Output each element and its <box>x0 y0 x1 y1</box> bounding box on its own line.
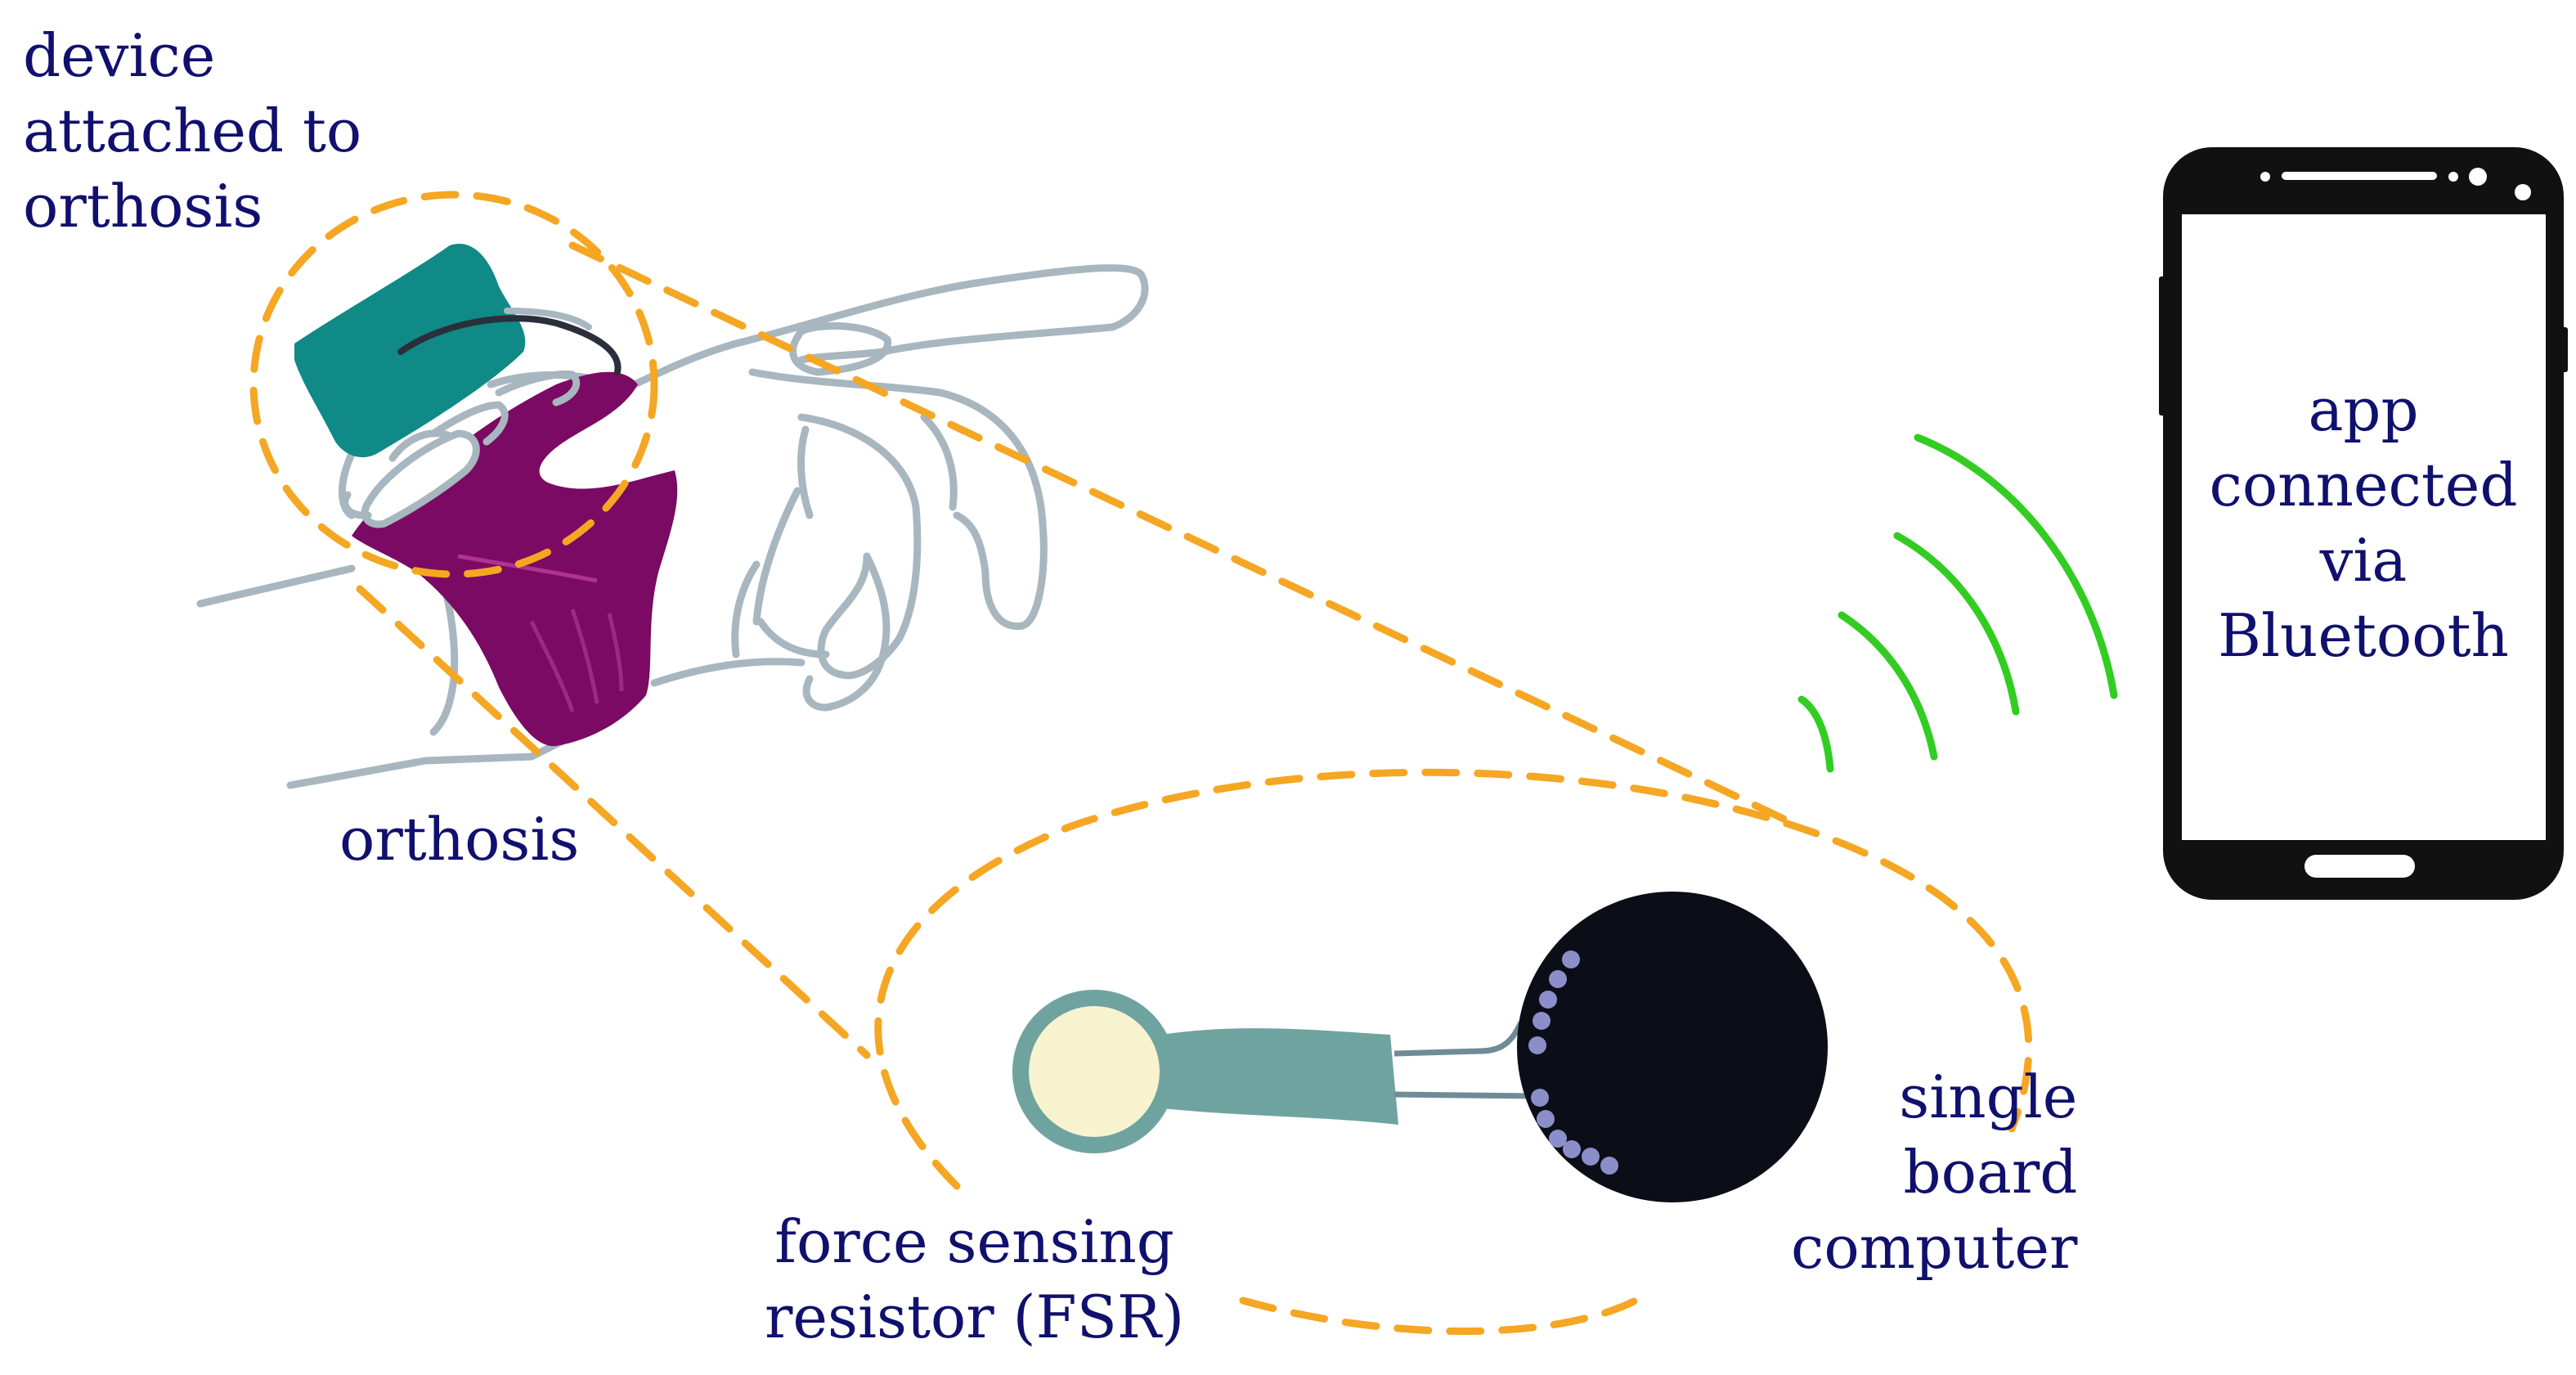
callout-lines <box>249 191 2033 1335</box>
sbc-label-line3: computer <box>1791 1213 2078 1282</box>
device-box-icon <box>294 244 622 519</box>
device-label-line3: orthosis <box>23 172 263 240</box>
device-label: device attached to orthosis <box>23 18 361 244</box>
hand-icon <box>196 264 1149 789</box>
app-label-line2: connected <box>2209 451 2518 519</box>
orthosis-label-text: orthosis <box>339 805 580 874</box>
phone-screen-text: app connected via Bluetooth <box>2167 372 2560 673</box>
orthosis-label: orthosis <box>339 802 579 877</box>
wireless-signal-icon <box>1797 434 2118 773</box>
device-label-line1: device <box>23 21 216 90</box>
fsr-label: force sensing resistor (FSR) <box>765 1204 1184 1355</box>
smartphone-icon <box>2159 147 2568 900</box>
fsr-label-line1: force sensing <box>774 1207 1174 1276</box>
device-label-line2: attached to <box>23 97 362 165</box>
fsr-label-line2: resistor (FSR) <box>765 1283 1185 1351</box>
sbc-label: single board computer <box>1791 1059 2077 1285</box>
app-label-line1: app <box>2308 375 2419 444</box>
sbc-label-line2: board <box>1903 1138 2078 1206</box>
app-label-line4: Bluetooth <box>2218 601 2509 670</box>
sbc-label-line1: single <box>1899 1063 2078 1131</box>
single-board-computer-icon <box>1517 892 1828 1202</box>
app-label-line3: via <box>2319 526 2408 595</box>
fsr-sensor-icon <box>1012 990 1538 1153</box>
